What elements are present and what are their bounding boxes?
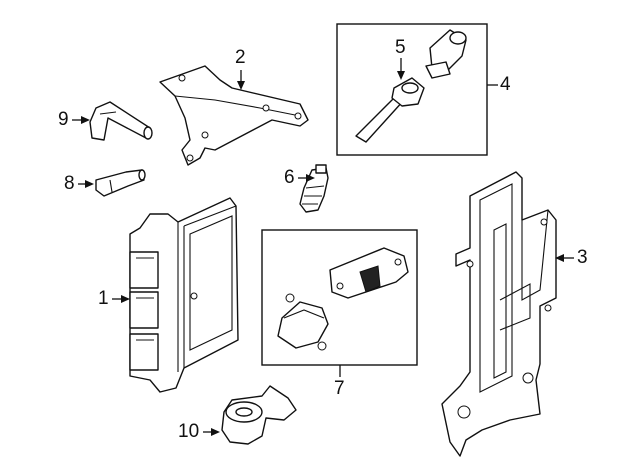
callout-6: 6 <box>284 167 295 188</box>
part-2-bracket <box>159 65 309 166</box>
leader-lines <box>72 58 574 436</box>
part-9-sensor <box>89 101 153 141</box>
callout-1: 1 <box>98 288 109 309</box>
callout-3: 3 <box>577 247 588 268</box>
part-3-mounting-bracket <box>441 171 557 457</box>
part-4-coil-boot <box>425 29 467 79</box>
part-5-ignition-coil <box>355 77 425 143</box>
part-4-group-box <box>336 23 488 156</box>
part-7-module-a <box>329 247 409 299</box>
part-1-control-module <box>129 197 239 393</box>
part-10-knock-sensor <box>221 385 297 445</box>
callout-9: 9 <box>58 109 69 130</box>
part-7-group-box <box>261 229 418 366</box>
part-7-module-b <box>277 293 329 351</box>
callout-7: 7 <box>334 378 345 399</box>
part-6-spark-plug <box>299 164 329 213</box>
callout-8: 8 <box>64 173 75 194</box>
callout-4: 4 <box>500 74 511 95</box>
callout-10: 10 <box>178 421 200 442</box>
callout-5: 5 <box>395 37 406 58</box>
callout-2: 2 <box>235 47 246 68</box>
part-8-sensor <box>95 169 146 197</box>
